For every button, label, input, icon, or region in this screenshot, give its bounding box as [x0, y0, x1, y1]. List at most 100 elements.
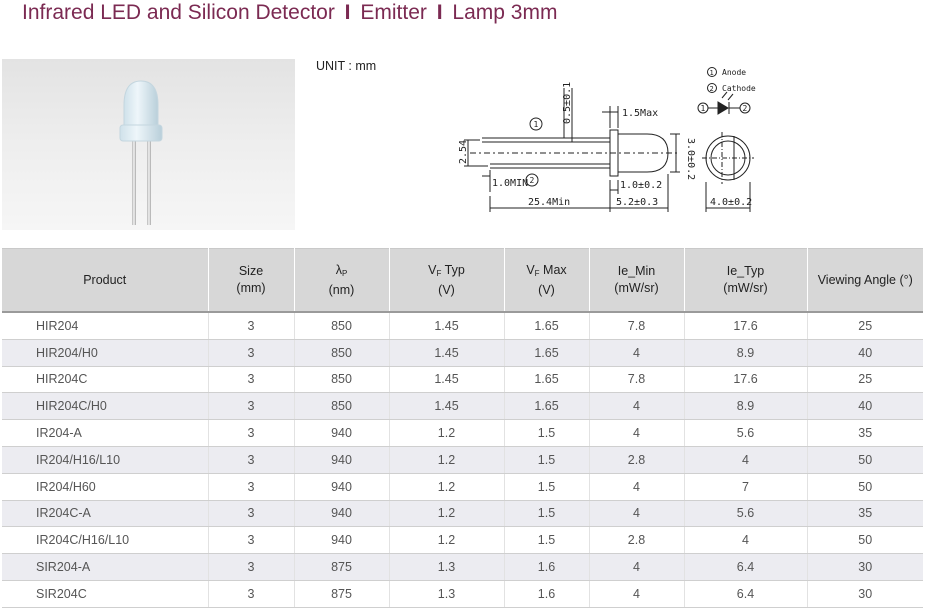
table-cell-ie-typ: 5.6 [684, 500, 808, 528]
table-cell-product: SIR204-A [2, 553, 209, 581]
table-cell-ie-typ: 8.9 [684, 339, 808, 367]
header-unit: (V) [538, 282, 555, 297]
table-cell-ie-typ: 17.6 [684, 312, 808, 340]
table-cell-ie-min: 2.8 [589, 446, 685, 474]
table-cell-product: IR204C/H16/L10 [2, 526, 209, 555]
dim-pitch-label: 2.54 [458, 140, 469, 164]
table-cell-product: IR204/H60 [2, 473, 209, 501]
table-cell-wavelength: 940 [294, 500, 390, 528]
unit-label: UNIT : mm [316, 59, 377, 73]
table-cell-size: 3 [208, 553, 295, 581]
table-cell-vf-max: 1.65 [504, 312, 590, 340]
column-header-product: Product [2, 248, 209, 313]
dim-flange-label: 1.5Max [622, 108, 658, 119]
table-cell-ie-min: 4 [589, 339, 685, 367]
cathode-legend: Cathode [722, 84, 756, 93]
table-cell-size: 3 [208, 526, 295, 555]
table-cell-viewing-angle: 50 [807, 446, 923, 474]
table-cell-vf-max: 1.65 [504, 366, 590, 394]
column-header-ie-min: Ie_Min(mW/sr) [589, 248, 685, 313]
title-part-3: Lamp 3mm [452, 1, 558, 24]
table-cell-ie-typ: 4 [684, 526, 808, 555]
table-cell-vf-typ: 1.2 [389, 473, 505, 501]
header-subscript: F [436, 268, 442, 278]
table-cell-wavelength: 875 [294, 553, 390, 581]
table-cell-vf-typ: 1.45 [389, 312, 505, 340]
lead-pin-1-marker: 1 [534, 120, 539, 129]
table-cell-vf-max: 1.6 [504, 553, 590, 581]
header-subscript: P [341, 268, 348, 278]
product-photo [2, 59, 295, 230]
table-cell-wavelength: 940 [294, 526, 390, 555]
header-text: Ie_Min [617, 264, 656, 278]
header-unit: (V) [438, 282, 455, 297]
table-cell-vf-typ: 1.2 [389, 446, 505, 474]
table-cell-size: 3 [208, 446, 295, 474]
table-cell-product: SIR204C [2, 580, 209, 608]
diode-pin-2: 2 [743, 104, 748, 113]
table-cell-ie-min: 4 [589, 580, 685, 608]
header-text: Viewing Angle (°) [817, 272, 913, 287]
table-cell-size: 3 [208, 419, 295, 447]
header-text: Product [83, 272, 127, 287]
table-cell-ie-typ: 4 [684, 446, 808, 474]
table-cell-wavelength: 940 [294, 419, 390, 447]
table-cell-ie-min: 4 [589, 553, 685, 581]
table-cell-vf-typ: 1.45 [389, 366, 505, 394]
header-unit: (mW/sr) [723, 281, 768, 295]
lead-pin-2-marker: 2 [530, 176, 535, 185]
legend-pin-2: 2 [710, 85, 714, 93]
table-cell-vf-max: 1.6 [504, 580, 590, 608]
table-cell-product: HIR204 [2, 312, 209, 340]
table-cell-viewing-angle: 25 [807, 366, 923, 394]
table-cell-viewing-angle: 40 [807, 392, 923, 421]
header-subscript: F [534, 268, 540, 278]
column-header-vf-max: VF Max(V) [504, 248, 590, 313]
table-cell-ie-typ: 6.4 [684, 580, 808, 608]
table-cell-viewing-angle: 25 [807, 312, 923, 340]
table-cell-wavelength: 850 [294, 339, 390, 367]
dimension-drawing: 0.5±0.1 1.5Max 2.54 3.0±0.2 1.0MIN 25.4M… [458, 67, 756, 212]
table-cell-size: 3 [208, 312, 295, 340]
header-text-suffix: Typ [441, 262, 465, 277]
table-cell-vf-max: 1.65 [504, 339, 590, 367]
header-text: λ [335, 262, 342, 277]
anode-legend: Anode [722, 68, 746, 77]
header-text: V [526, 262, 535, 277]
table-cell-viewing-angle: 35 [807, 419, 923, 447]
table-cell-viewing-angle: 30 [807, 553, 923, 581]
page-title: Infrared LED and Silicon Detector I Emit… [22, 0, 557, 30]
table-cell-viewing-angle: 50 [807, 473, 923, 501]
table-cell-viewing-angle: 35 [807, 500, 923, 528]
table-cell-product: IR204C-A [2, 500, 209, 528]
table-cell-product: HIR204C [2, 366, 209, 394]
header-text: V [428, 262, 437, 277]
table-cell-product: HIR204/H0 [2, 339, 209, 367]
table-cell-size: 3 [208, 473, 295, 501]
table-cell-vf-max: 1.5 [504, 500, 590, 528]
column-header-vf-typ: VF Typ (V) [389, 248, 505, 313]
table-cell-vf-max: 1.5 [504, 446, 590, 474]
table-cell-ie-min: 2.8 [589, 526, 685, 555]
table-cell-ie-typ: 17.6 [684, 366, 808, 394]
table-cell-vf-typ: 1.45 [389, 339, 505, 367]
table-cell-product: HIR204C/H0 [2, 392, 209, 421]
table-cell-vf-typ: 1.2 [389, 419, 505, 447]
dim-1-label: 1.0±0.2 [620, 180, 662, 191]
table-cell-wavelength: 940 [294, 446, 390, 474]
table-cell-wavelength: 875 [294, 580, 390, 608]
table-cell-wavelength: 850 [294, 366, 390, 394]
table-cell-size: 3 [208, 339, 295, 367]
header-unit: (mm) [236, 281, 266, 295]
table-cell-vf-max: 1.5 [504, 419, 590, 447]
